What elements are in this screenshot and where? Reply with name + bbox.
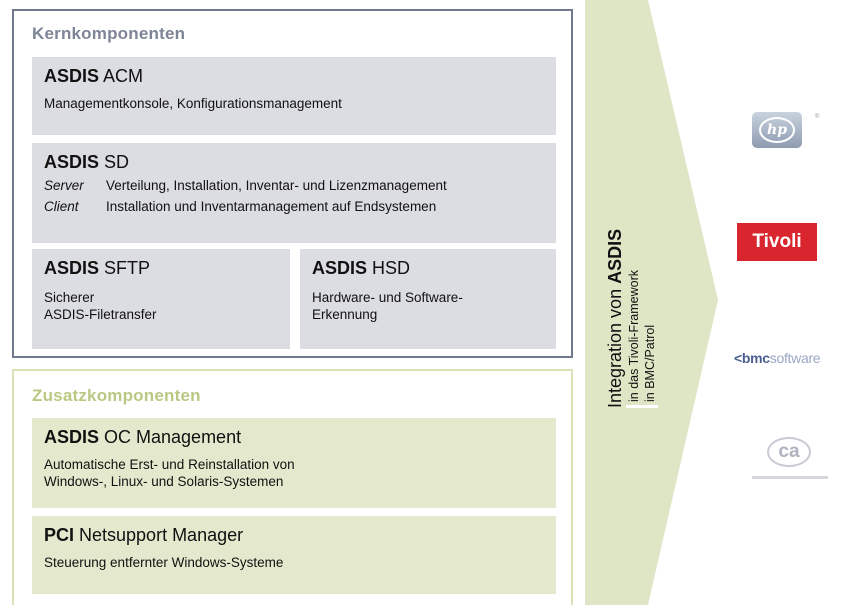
- asdis-hsd-box: ASDIS HSD Hardware- und Software-Erkennu…: [300, 249, 556, 349]
- ca-logo-tagline: [752, 476, 828, 479]
- pci-netsupport-desc: Steuerung entfernter Windows-Systeme: [44, 555, 284, 570]
- pci-netsupport-box: PCI Netsupport Manager Steuerung entfern…: [32, 516, 556, 594]
- integration-title: Integration von ASDIS: [605, 228, 625, 408]
- asdis-hsd-title: ASDIS HSD: [312, 258, 411, 278]
- tivoli-logo: Tivoli: [737, 223, 817, 261]
- asdis-oc-title: ASDIS OC Management: [44, 427, 242, 447]
- pci-netsupport-title: PCI Netsupport Manager: [44, 525, 244, 545]
- asdis-hsd-desc: Hardware- und Software-Erkennung: [312, 290, 463, 322]
- integration-label: Integration von ASDIS in das Tivoli-Fram…: [605, 196, 658, 408]
- asdis-sftp-title: ASDIS SFTP: [44, 258, 151, 278]
- integration-arrow: [585, 0, 718, 605]
- zusatzkomponenten-group: Zusatzkomponenten ASDIS OC Management Au…: [12, 369, 573, 605]
- asdis-oc-box: ASDIS OC Management Automatische Erst- u…: [32, 418, 556, 508]
- bmc-software-logo: <bmcsoftware: [734, 350, 821, 366]
- hp-logo: hp: [752, 112, 802, 148]
- integration-line-bmc: in BMC/Patrol: [642, 228, 658, 408]
- integration-line-tivoli: in das Tivoli-Framework: [626, 228, 642, 408]
- asdis-acm-title: ASDIS ACM: [44, 66, 144, 86]
- zusatzkomponenten-title: Zusatzkomponenten: [32, 386, 201, 405]
- asdis-oc-desc: Automatische Erst- und Reinstallation vo…: [44, 457, 295, 489]
- kernkomponenten-title: Kernkomponenten: [32, 24, 186, 43]
- asdis-acm-box: ASDIS ACM Managementkonsole, Konfigurati…: [32, 57, 556, 135]
- kernkomponenten-group: Kernkomponenten ASDIS ACM Managementkons…: [12, 9, 573, 358]
- asdis-sd-title: ASDIS SD: [44, 152, 130, 172]
- hp-registered-mark: ®: [815, 114, 820, 120]
- asdis-acm-desc: Managementkonsole, Konfigurationsmanagem…: [44, 96, 342, 111]
- ca-logo: ca: [767, 437, 811, 467]
